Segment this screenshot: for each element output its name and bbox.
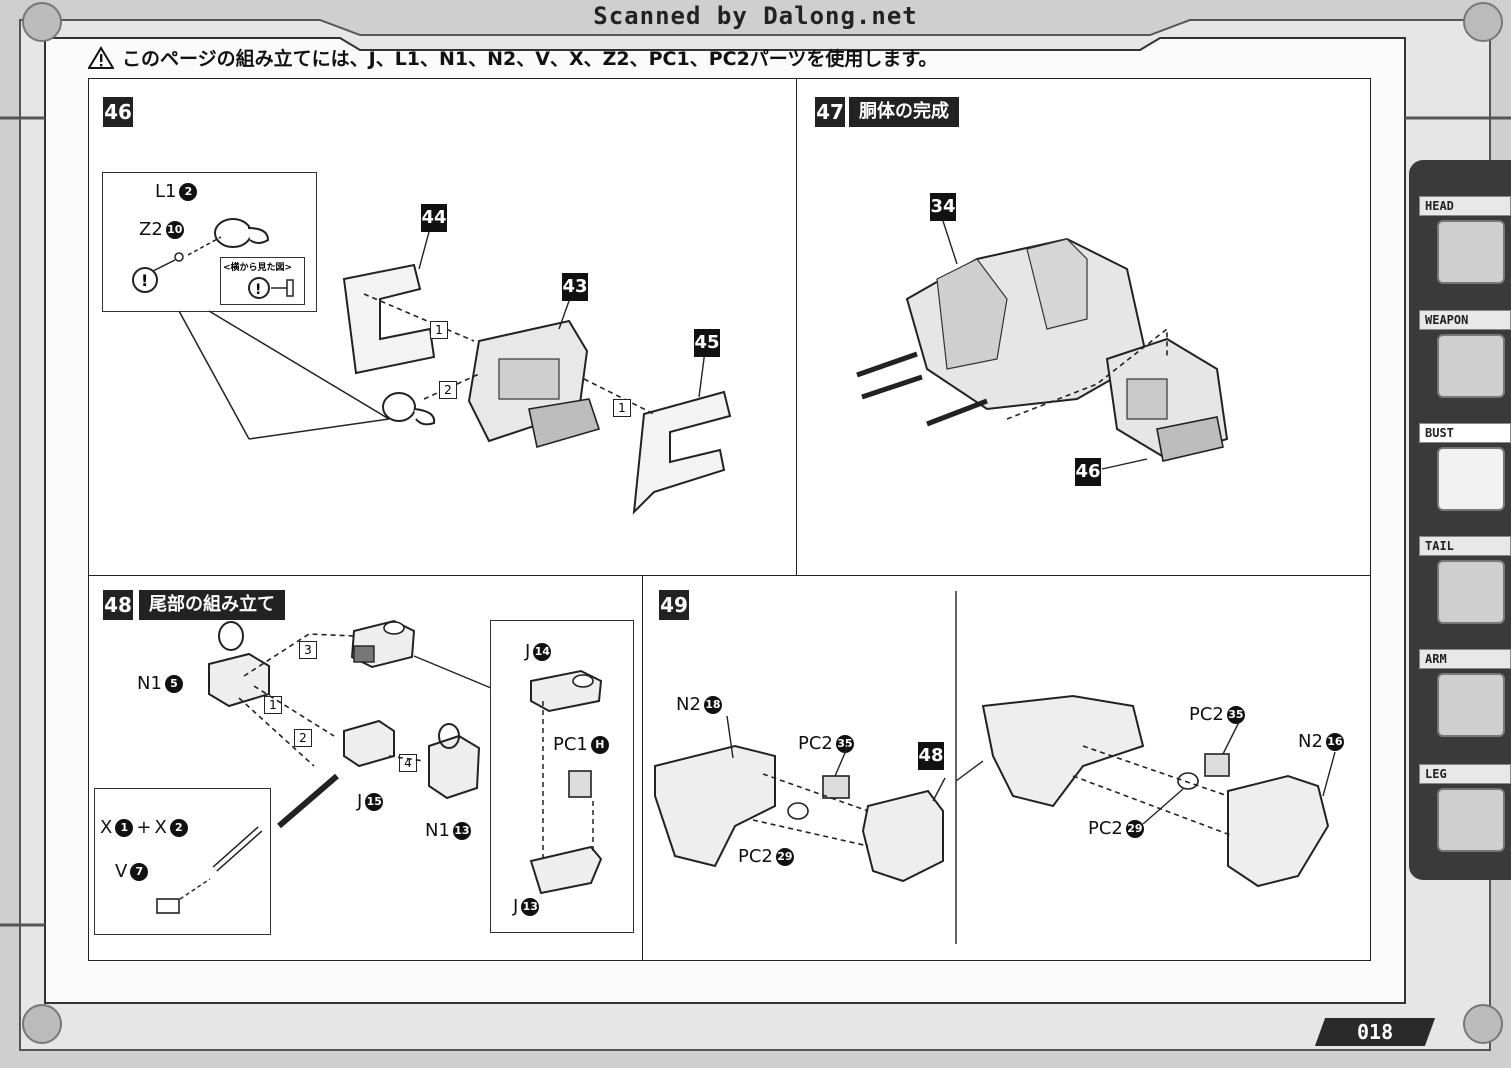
step-48-title: 尾部の組み立て	[139, 590, 285, 620]
callout-45: 45	[694, 329, 720, 357]
corner-screw-icon	[22, 2, 62, 42]
corner-screw-icon	[22, 1004, 62, 1044]
step-mark-2: 2	[439, 381, 457, 399]
callout-43: 43	[562, 273, 588, 301]
tab-tail[interactable]: TAIL	[1419, 536, 1511, 624]
tab-tail-label: TAIL	[1419, 536, 1511, 556]
leg-icon	[1437, 788, 1505, 852]
head-icon	[1437, 220, 1505, 284]
parts-notice-text: このページの組み立てには、J、L1、N1、N2、V、X、Z2、PC1、PC2パー…	[122, 48, 938, 70]
step-47-title: 胴体の完成	[849, 97, 959, 127]
page-number-text: 018	[1356, 1020, 1394, 1044]
step-mark-1b: 1	[613, 399, 631, 417]
callout-46: 46	[1075, 458, 1101, 486]
step-mark-2b: 2	[294, 729, 312, 747]
tab-bust[interactable]: BUST	[1419, 423, 1511, 511]
step-48-drawing	[208, 619, 492, 829]
parts-notice: このページの組み立てには、J、L1、N1、N2、V、X、Z2、PC1、PC2パー…	[88, 44, 938, 71]
tab-bust-label: BUST	[1419, 423, 1511, 443]
tab-leg-label: LEG	[1419, 764, 1511, 784]
step-mark-4: 4	[399, 754, 417, 772]
side-view-label: <横から見た図>	[223, 263, 293, 273]
tail-icon	[1437, 560, 1505, 624]
joint-drawing	[529, 669, 603, 895]
tab-weapon-label: WEAPON	[1419, 310, 1511, 330]
l1-part-drawing: !	[132, 218, 270, 293]
step-mark-3: 3	[299, 641, 317, 659]
svg-text:!: !	[141, 271, 148, 290]
tab-head[interactable]: HEAD	[1419, 196, 1511, 284]
tab-arm[interactable]: ARM	[1419, 649, 1511, 737]
weapon-icon	[1437, 334, 1505, 398]
step-47-badge: 47	[815, 97, 845, 127]
side-view-drawing: !	[248, 277, 294, 299]
warning-icon	[88, 45, 114, 69]
callout-48: 48	[918, 742, 944, 770]
step-49-drawing	[654, 591, 1336, 944]
tab-weapon[interactable]: WEAPON	[1419, 310, 1511, 398]
tab-head-label: HEAD	[1419, 196, 1511, 216]
step-46-badge: 46	[103, 97, 133, 127]
page-number: 018	[1314, 1018, 1436, 1046]
section-tabs: HEAD WEAPON BUST TAIL ARM LEG	[1409, 160, 1511, 880]
step-47-panel: 47 胴体の完成 34 46	[796, 78, 1371, 577]
svg-text:!: !	[255, 282, 261, 298]
corner-screw-icon	[1463, 1004, 1503, 1044]
tab-leg[interactable]: LEG	[1419, 764, 1511, 852]
bust-icon	[1437, 447, 1505, 511]
corner-screw-icon	[1463, 2, 1503, 42]
callout-44: 44	[421, 204, 447, 232]
rod-drawing	[156, 826, 263, 914]
callout-34: 34	[930, 193, 956, 221]
step-mark-1: 1	[430, 321, 448, 339]
step-46-drawing	[178, 216, 732, 515]
side-view-inset: <横から見た図> !	[220, 257, 305, 305]
scan-credit: Scanned by Dalong.net	[593, 2, 918, 30]
tab-arm-label: ARM	[1419, 649, 1511, 669]
step-49-badge: 49	[659, 590, 689, 620]
step-48-badge: 48	[103, 590, 133, 620]
arm-icon	[1437, 673, 1505, 737]
step-47-drawing	[856, 220, 1229, 470]
